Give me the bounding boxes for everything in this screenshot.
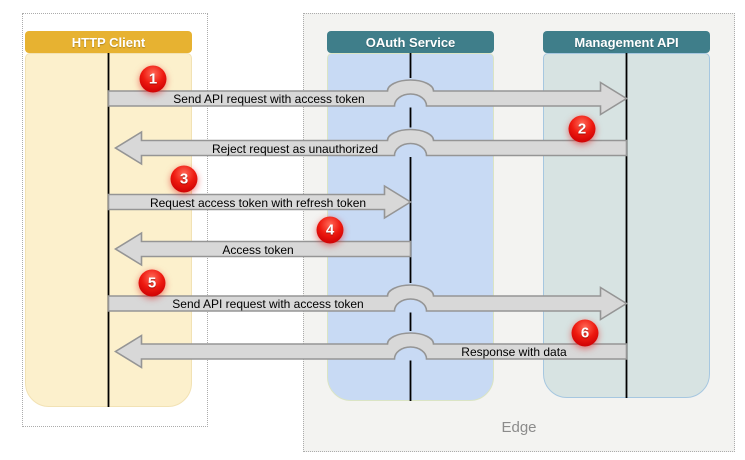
message-label-4: Access token: [222, 242, 294, 257]
step-badge-2: 2: [568, 115, 596, 143]
actor-label: HTTP Client: [71, 34, 146, 50]
step-badge-5: 5: [138, 269, 166, 297]
actor-label: OAuth Service: [365, 34, 456, 50]
message-label-5: Send API request with access token: [172, 297, 364, 311]
message-arrow-2: [113, 128, 628, 166]
message-arrow-6: [113, 332, 628, 369]
message-arrow-3: [107, 184, 413, 220]
message-label-3: Request access token with refresh token: [149, 195, 367, 210]
actor-label: Management API: [574, 34, 679, 50]
actor-header-oauth-service: OAuth Service: [327, 31, 494, 53]
actor-header-management-api: Management API: [543, 31, 710, 53]
message-arrow-1: [107, 79, 629, 116]
client-region: [22, 13, 208, 427]
step-badge-3: 3: [170, 165, 198, 193]
actor-header-http-client: HTTP Client: [25, 31, 192, 53]
step-badge-4: 4: [316, 216, 344, 244]
message-label-1: Send API request with access token: [173, 92, 365, 106]
message-label-6: Response with data: [461, 345, 567, 359]
step-badge-6: 6: [571, 319, 599, 347]
message-arrow-4: [113, 231, 412, 267]
step-badge-1: 1: [139, 65, 167, 93]
edge-region-label: Edge: [501, 419, 537, 436]
message-label-2: Reject request as unauthorized: [211, 141, 379, 156]
message-arrow-5: [107, 284, 629, 321]
